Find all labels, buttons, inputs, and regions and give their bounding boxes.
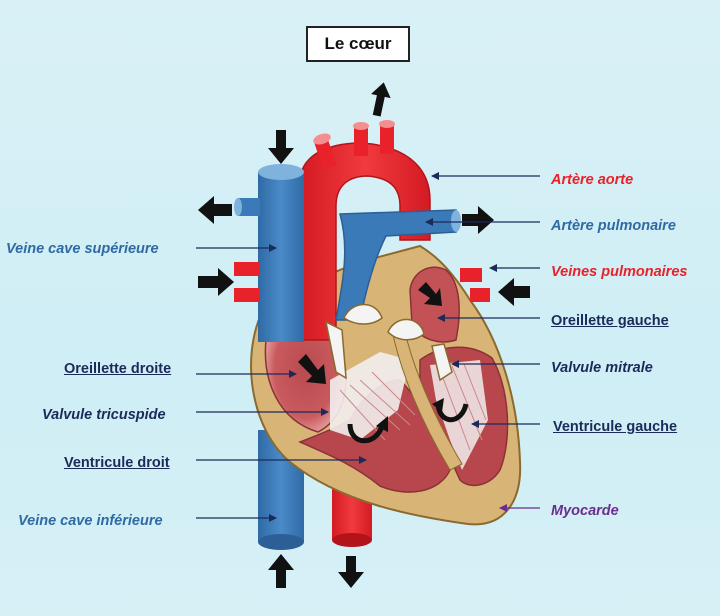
- leader-lines: [196, 172, 540, 522]
- flow-curve-heads: [376, 398, 444, 432]
- label-veine-cave-inferieure: Veine cave inférieure: [18, 513, 163, 529]
- valves: [324, 303, 453, 382]
- pulmonary-veins-left: [234, 262, 260, 302]
- tricuspid-chordae: [330, 352, 410, 440]
- pulmonary-veins-right: [460, 268, 490, 302]
- label-oreillette-gauche: Oreillette gauche: [551, 313, 669, 329]
- label-artere-pulmonaire: Artère pulmonaire: [551, 218, 676, 234]
- label-valvule-mitrale: Valvule mitrale: [551, 360, 653, 376]
- flow-arrows-internal: [298, 282, 442, 384]
- label-veines-pulmonaires: Veines pulmonaires: [551, 264, 688, 280]
- label-ventricule-gauche: Ventricule gauche: [553, 419, 678, 435]
- label-myocarde: Myocarde: [551, 503, 619, 519]
- label-veine-cave-superieure: Veine cave supérieure: [6, 241, 159, 257]
- diagram-title: Le cœur: [306, 26, 410, 62]
- aortic-branches: [313, 120, 395, 170]
- pulmonary-artery-opening: [451, 210, 461, 232]
- superior-vena-cava: [234, 164, 304, 342]
- flow-arrows-external: [198, 82, 530, 588]
- label-oreillette-droite: Oreillette droite: [64, 361, 172, 377]
- label-valvule-tricuspide: Valvule tricuspide: [42, 407, 166, 423]
- septum: [391, 327, 463, 471]
- label-ventricule-droit: Ventricule droit: [64, 455, 170, 471]
- label-artere-aorte: Artère aorte: [551, 172, 634, 188]
